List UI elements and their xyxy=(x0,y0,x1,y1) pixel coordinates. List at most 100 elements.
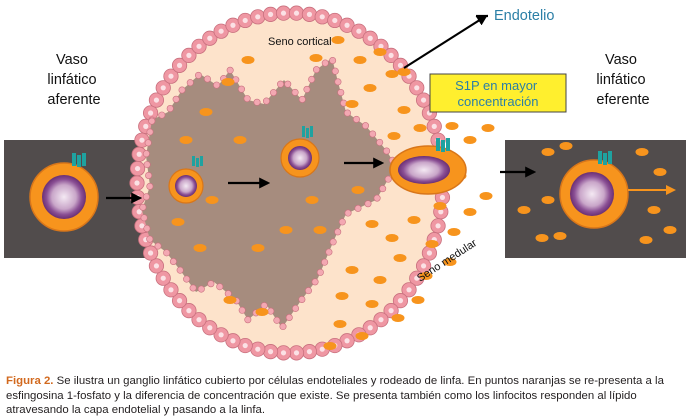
s1p-dot xyxy=(222,78,235,86)
endothelium-label: Endotelio xyxy=(494,8,554,24)
medulla-cell xyxy=(149,118,155,124)
medulla-cell xyxy=(379,185,385,191)
s1p-dot xyxy=(242,56,255,64)
medulla-cell xyxy=(344,110,350,116)
medulla-cell xyxy=(204,76,210,82)
endothelial-cell xyxy=(251,10,265,24)
medulla-cell xyxy=(145,140,151,146)
s1p-dot xyxy=(310,54,323,62)
medulla-cell xyxy=(141,215,147,221)
s1p-dot xyxy=(536,234,549,242)
medulla-cell xyxy=(208,281,214,287)
medulla-cell xyxy=(238,86,244,92)
s1p-dot xyxy=(364,84,377,92)
s1p-dot xyxy=(324,342,337,350)
s1p-dot xyxy=(224,296,237,304)
s1p-dot xyxy=(356,332,369,340)
s1p-dot xyxy=(392,314,405,322)
s1p-dot xyxy=(234,136,247,144)
s1p-dot xyxy=(172,218,185,226)
s1p-dot xyxy=(194,244,207,252)
s1p-dot xyxy=(252,244,265,252)
medulla-cell xyxy=(170,258,176,264)
s1p-dot xyxy=(306,196,319,204)
endothelial-cell xyxy=(276,6,290,20)
arrow-icon xyxy=(404,16,486,68)
s1p-dot xyxy=(434,202,447,210)
endothelial-cell xyxy=(427,119,441,133)
s1p-dot xyxy=(448,228,461,236)
medulla-cell xyxy=(305,287,311,293)
medulla-cell xyxy=(362,122,368,128)
s1p-dot xyxy=(352,186,365,194)
medulla-cell xyxy=(332,68,338,74)
medulla-cell xyxy=(317,269,323,275)
medulla-cell xyxy=(163,250,169,256)
s1p-dot xyxy=(542,196,555,204)
medulla-cell xyxy=(329,57,335,63)
medulla-cell xyxy=(335,229,341,235)
medulla-cell xyxy=(147,236,153,242)
efferent-label: Vaso linfático eferente xyxy=(596,52,649,108)
endothelial-cell xyxy=(431,219,445,233)
endothelial-cell xyxy=(289,346,303,360)
medulla-cell xyxy=(277,81,283,87)
s1p-dot xyxy=(664,226,677,234)
medulla-cell xyxy=(312,279,318,285)
medulla-cell xyxy=(286,314,292,320)
s1p-dot xyxy=(640,236,653,244)
endothelial-cell xyxy=(130,176,144,190)
medulla-cell xyxy=(179,87,185,93)
medulla-cell xyxy=(292,305,298,311)
s1p-dot xyxy=(314,226,327,234)
s1p-dot xyxy=(366,220,379,228)
s1p-dot xyxy=(336,292,349,300)
s1p-dot xyxy=(446,122,459,130)
s1p-dot xyxy=(386,70,399,78)
s1p-dot xyxy=(374,276,387,284)
caption-text: Se ilustra un ganglio linfático cubierto… xyxy=(6,375,664,416)
medulla-cell xyxy=(147,183,153,189)
s1p-dot xyxy=(386,234,399,242)
medulla-cell xyxy=(177,267,183,273)
medulla-cell xyxy=(285,81,291,87)
s1p-dot xyxy=(480,192,493,200)
medulla-cell xyxy=(345,210,351,216)
medulla-cell xyxy=(268,308,274,314)
medulla-cell xyxy=(274,317,280,323)
s1p-dot xyxy=(554,232,567,240)
s1p-dot xyxy=(256,308,269,316)
medulla-cell xyxy=(292,89,298,95)
s1p-dot xyxy=(654,168,667,176)
medulla-cell xyxy=(213,82,219,88)
endothelial-cell xyxy=(302,344,316,358)
s1p-receptor-icon xyxy=(72,153,86,167)
medulla-cell xyxy=(263,98,269,104)
s1p-dot xyxy=(334,320,347,328)
figure-caption: Figura 2. Se ilustra un ganglio linfátic… xyxy=(6,374,684,418)
s1p-dot xyxy=(206,196,219,204)
medulla-cell xyxy=(339,219,345,225)
s1p-dot xyxy=(346,100,359,108)
medulla-cell xyxy=(144,225,150,231)
endothelial-cell xyxy=(276,346,290,360)
medulla-cell xyxy=(159,112,165,118)
s1p-dot xyxy=(280,226,293,234)
medulla-cell xyxy=(143,194,149,200)
medulla-cell xyxy=(321,259,327,265)
s1p-label-box: S1P en mayor concentración xyxy=(430,74,566,112)
medulla-cell xyxy=(374,195,380,201)
s1p-dot xyxy=(332,36,345,44)
cortical-sinus-label: Seno cortical xyxy=(268,36,332,48)
s1p-dot xyxy=(394,254,407,262)
s1p-dot xyxy=(426,240,439,248)
medulla-cell xyxy=(270,89,276,95)
endothelial-cell xyxy=(302,7,316,21)
s1p-dot xyxy=(388,132,401,140)
medulla-cell xyxy=(195,72,201,78)
medulla-cell xyxy=(338,89,344,95)
medulla-cell xyxy=(144,161,150,167)
lymph-node-diagram: Vaso linfático aferente Vaso linfático e… xyxy=(0,0,688,372)
s1p-dot xyxy=(518,206,531,214)
